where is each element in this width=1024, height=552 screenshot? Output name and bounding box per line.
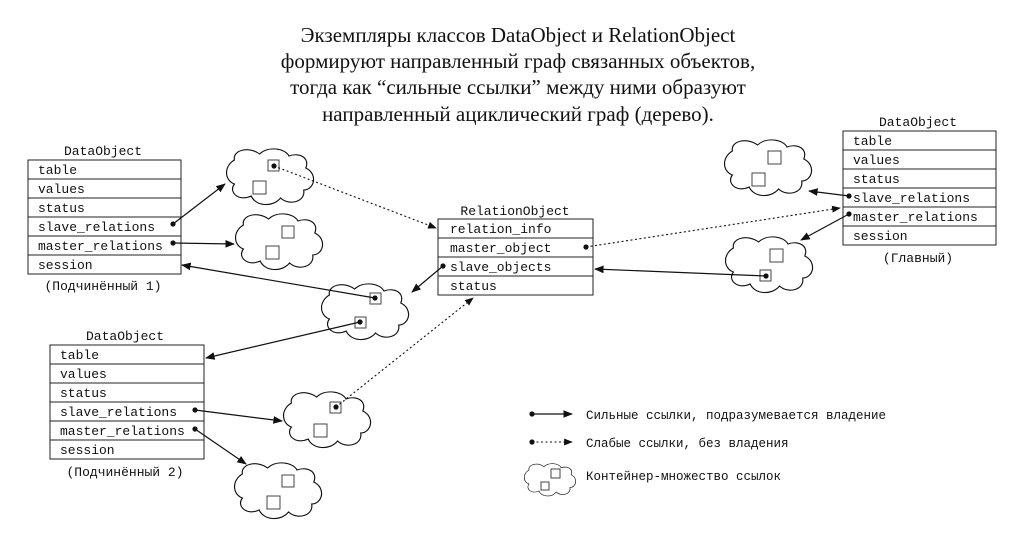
legend-container-label: Контейнер-множество ссылок (586, 470, 781, 484)
cloud-b-slot-bottom (265, 245, 280, 260)
slave1-field-slave-relations: slave_relations (38, 220, 155, 235)
legend-weak-item: Слабые ссылки, без владения (529, 437, 789, 451)
legend-cloud-icon (523, 463, 577, 497)
main-field-table: table (853, 134, 892, 149)
cloud-f-slot-bottom (751, 172, 766, 187)
title-line-1: Экземпляры классов DataObject и Relation… (301, 23, 736, 47)
cloud-g-slot-top (769, 248, 784, 263)
slave2-class-name: DataObject (86, 329, 164, 344)
slave1-field-status: status (38, 201, 85, 216)
cloud-e-slot-bottom (266, 495, 281, 510)
relation-field-master-object: master_object (450, 241, 551, 256)
slave2-field-master-relations: master_relations (60, 424, 185, 439)
container-cloud-f (723, 139, 813, 197)
legend-strong-label: Сильные ссылки, подразумевается владение (586, 409, 886, 423)
ref-cloud-c-to-slave2 (205, 319, 363, 360)
slave1-field-values: values (38, 182, 85, 197)
ref-cloud-a-to-relation-object (271, 163, 437, 229)
container-cloud-d (282, 391, 372, 449)
main-field-values: values (853, 153, 900, 168)
ref-relation-slave-objects-to-cloud-c (411, 263, 446, 293)
slave1-field-session: session (38, 258, 93, 273)
main-dataobject: DataObject table values status slave_rel… (842, 115, 997, 266)
main-class-name: DataObject (879, 115, 957, 130)
slave2-dataobject: DataObject table values status slave_rel… (49, 329, 205, 480)
slave2-field-status: status (60, 386, 107, 401)
container-cloud-e (233, 462, 323, 520)
slave1-caption: (Подчинённый 1) (44, 279, 161, 294)
slave2-caption: (Подчинённый 2) (66, 465, 183, 480)
legend-weak-label: Слабые ссылки, без владения (586, 437, 789, 451)
cloud-b-slot-top (281, 225, 295, 239)
legend-container-item: Контейнер-множество ссылок (523, 463, 781, 497)
relation-object: RelationObject relation_info master_obje… (437, 204, 594, 296)
ref-cloud-g-to-relation-object (594, 265, 769, 279)
diagram-title: Экземпляры классов DataObject и Relation… (281, 23, 755, 126)
ref-relation-master-object-to-main (583, 205, 841, 250)
container-cloud-b (234, 213, 324, 271)
title-line-2: формируют направленный граф связанных об… (281, 49, 755, 73)
legend-strong-item: Сильные ссылки, подразумевается владение (529, 409, 886, 423)
cloud-d-slot-bottom (313, 423, 328, 438)
slave2-field-table: table (60, 348, 99, 363)
ref-slave2-master-relations-to-cloud-e (192, 426, 247, 465)
slave1-dataobject: DataObject table values status slave_rel… (27, 144, 182, 294)
main-field-master-relations: master_relations (853, 210, 978, 225)
slave1-field-master-relations: master_relations (38, 239, 163, 254)
container-cloud-a (225, 148, 315, 206)
slave1-class-name: DataObject (64, 144, 142, 159)
title-line-3: тогда как “сильные ссылки” между ними об… (290, 75, 746, 99)
cloud-f-slot-top (767, 150, 782, 165)
ref-main-master-relations-to-cloud-g (800, 211, 852, 241)
ref-slave2-slave-relations-to-cloud-d (192, 407, 283, 424)
slave2-field-session: session (60, 443, 115, 458)
ref-slave1-master-relations-to-cloud-b (170, 240, 235, 248)
main-field-status: status (853, 172, 900, 187)
slave2-field-slave-relations: slave_relations (60, 405, 177, 420)
ref-slave1-slave-relations-to-cloud-a (170, 183, 226, 227)
main-field-session: session (853, 229, 908, 244)
slave1-field-table: table (38, 163, 77, 178)
legend: Сильные ссылки, подразумевается владение… (523, 409, 886, 497)
main-field-slave-relations: slave_relations (853, 191, 970, 206)
cloud-e-slot-top (281, 474, 295, 488)
relation-field-relation-info: relation_info (450, 222, 551, 237)
ref-cloud-c-to-slave1 (181, 262, 378, 301)
container-cloud-g (724, 236, 814, 294)
container-cloud-c (320, 283, 410, 341)
ref-main-slave-relations-to-cloud-f (808, 188, 852, 199)
ref-cloud-d-to-relation-object (333, 297, 474, 410)
main-caption: (Главный) (883, 251, 953, 266)
relation-field-status: status (450, 279, 497, 294)
title-line-4: направленный ациклический граф (дерево). (322, 102, 714, 126)
cloud-a-slot-bottom (252, 180, 267, 195)
relation-field-slave-objects: slave_objects (450, 260, 551, 275)
slave2-field-values: values (60, 367, 107, 382)
relation-object-class-name: RelationObject (460, 204, 569, 219)
